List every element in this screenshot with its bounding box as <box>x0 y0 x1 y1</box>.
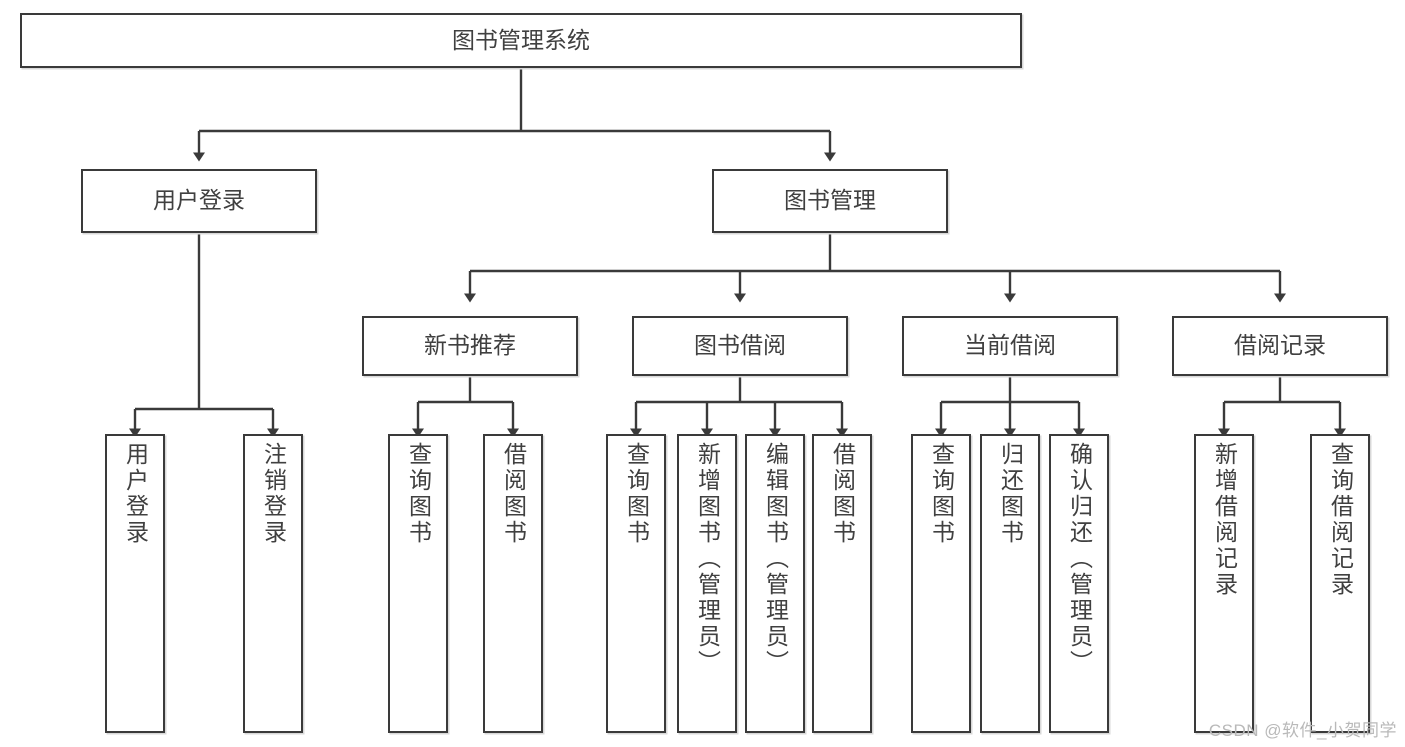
leaf-book-borrow-add[interactable]: 新增图书（管理员） <box>677 434 737 733</box>
leaf-borrow-record-query-label: 查询借阅记录 <box>1327 442 1354 598</box>
leaf-borrow-record-query[interactable]: 查询借阅记录 <box>1310 434 1370 733</box>
node-current-borrow-label: 当前借阅 <box>964 332 1056 359</box>
leaf-user-login-login[interactable]: 用户登录 <box>105 434 165 733</box>
node-user-login[interactable]: 用户登录 <box>81 169 317 233</box>
leaf-new-book-borrow[interactable]: 借阅图书 <box>483 434 543 733</box>
csdn-watermark: CSDN @软件_小贺同学 <box>1208 721 1397 740</box>
leaf-new-book-borrow-label: 借阅图书 <box>500 442 527 546</box>
leaf-user-login-logout[interactable]: 注销登录 <box>243 434 303 733</box>
leaf-current-borrow-confirm-return-label: 确认归还（管理员） <box>1066 442 1093 676</box>
node-book-management[interactable]: 图书管理 <box>712 169 948 233</box>
node-book-borrow[interactable]: 图书借阅 <box>632 316 848 376</box>
leaf-book-borrow-edit-label: 编辑图书（管理员） <box>762 442 789 676</box>
leaf-book-borrow-query[interactable]: 查询图书 <box>606 434 666 733</box>
leaf-new-book-query-label: 查询图书 <box>405 442 432 546</box>
leaf-current-borrow-query[interactable]: 查询图书 <box>911 434 971 733</box>
leaf-current-borrow-confirm-return[interactable]: 确认归还（管理员） <box>1049 434 1109 733</box>
node-root-label: 图书管理系统 <box>452 26 590 53</box>
leaf-book-borrow-borrow[interactable]: 借阅图书 <box>812 434 872 733</box>
leaf-book-borrow-query-label: 查询图书 <box>623 442 650 546</box>
leaf-current-borrow-return-label: 归还图书 <box>997 442 1024 546</box>
node-new-book-recommend[interactable]: 新书推荐 <box>362 316 578 376</box>
node-borrow-record[interactable]: 借阅记录 <box>1172 316 1388 376</box>
leaf-book-borrow-add-label: 新增图书（管理员） <box>694 442 721 676</box>
leaf-user-login-login-label: 用户登录 <box>122 442 149 546</box>
node-book-borrow-label: 图书借阅 <box>694 332 786 359</box>
leaf-borrow-record-add-label: 新增借阅记录 <box>1211 442 1238 598</box>
node-user-login-label: 用户登录 <box>153 187 245 214</box>
node-new-book-recommend-label: 新书推荐 <box>424 332 516 359</box>
leaf-current-borrow-query-label: 查询图书 <box>928 442 955 546</box>
leaf-book-borrow-borrow-label: 借阅图书 <box>829 442 856 546</box>
node-book-management-label: 图书管理 <box>784 187 876 214</box>
node-root[interactable]: 图书管理系统 <box>20 13 1022 68</box>
node-current-borrow[interactable]: 当前借阅 <box>902 316 1118 376</box>
node-borrow-record-label: 借阅记录 <box>1234 332 1326 359</box>
leaf-borrow-record-add[interactable]: 新增借阅记录 <box>1194 434 1254 733</box>
leaf-new-book-query[interactable]: 查询图书 <box>388 434 448 733</box>
leaf-book-borrow-edit[interactable]: 编辑图书（管理员） <box>745 434 805 733</box>
leaf-current-borrow-return[interactable]: 归还图书 <box>980 434 1040 733</box>
leaf-user-login-logout-label: 注销登录 <box>260 442 287 546</box>
